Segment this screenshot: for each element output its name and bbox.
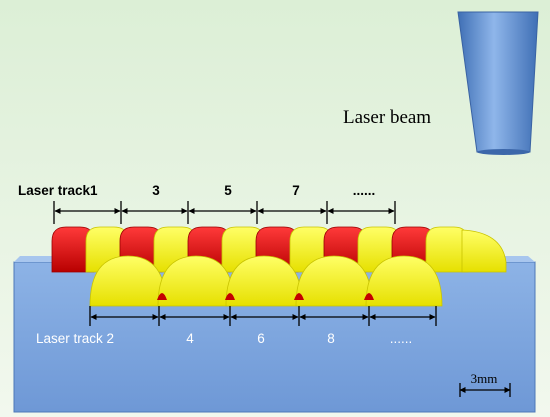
bottom-track-label: Laser track 2 (36, 331, 114, 346)
bottom-track-labels: Laser track 2 4 6 8 ...... (36, 331, 412, 346)
scale-bar-label: 3mm (471, 371, 498, 386)
bottom-track-label: 6 (257, 331, 265, 346)
bottom-track-label: ...... (390, 331, 413, 346)
top-track-label: ...... (353, 183, 376, 198)
odd-track-gap (225, 293, 235, 300)
laser-beam-label: Laser beam (343, 107, 431, 128)
top-track-label: Laser track1 (18, 183, 98, 198)
bottom-track-label: 8 (327, 331, 335, 346)
odd-track-gap (157, 293, 167, 300)
top-track-label: 5 (224, 183, 232, 198)
scale-bar: 3mm (459, 371, 511, 397)
nozzle-tip (477, 149, 530, 155)
top-track-labels: Laser track1 3 5 7 ...... (18, 183, 375, 198)
top-track-label: 3 (152, 183, 160, 198)
top-dimension-arrows (53, 201, 396, 224)
top-track-label: 7 (292, 183, 300, 198)
bottom-dimension-arrows (89, 306, 437, 326)
even-track-dome (365, 255, 443, 307)
odd-track-gap (294, 293, 304, 300)
track-end-cap (461, 229, 507, 273)
odd-track-gap (364, 293, 374, 300)
bottom-track-label: 4 (186, 331, 194, 346)
bottom-track-row (89, 255, 443, 307)
